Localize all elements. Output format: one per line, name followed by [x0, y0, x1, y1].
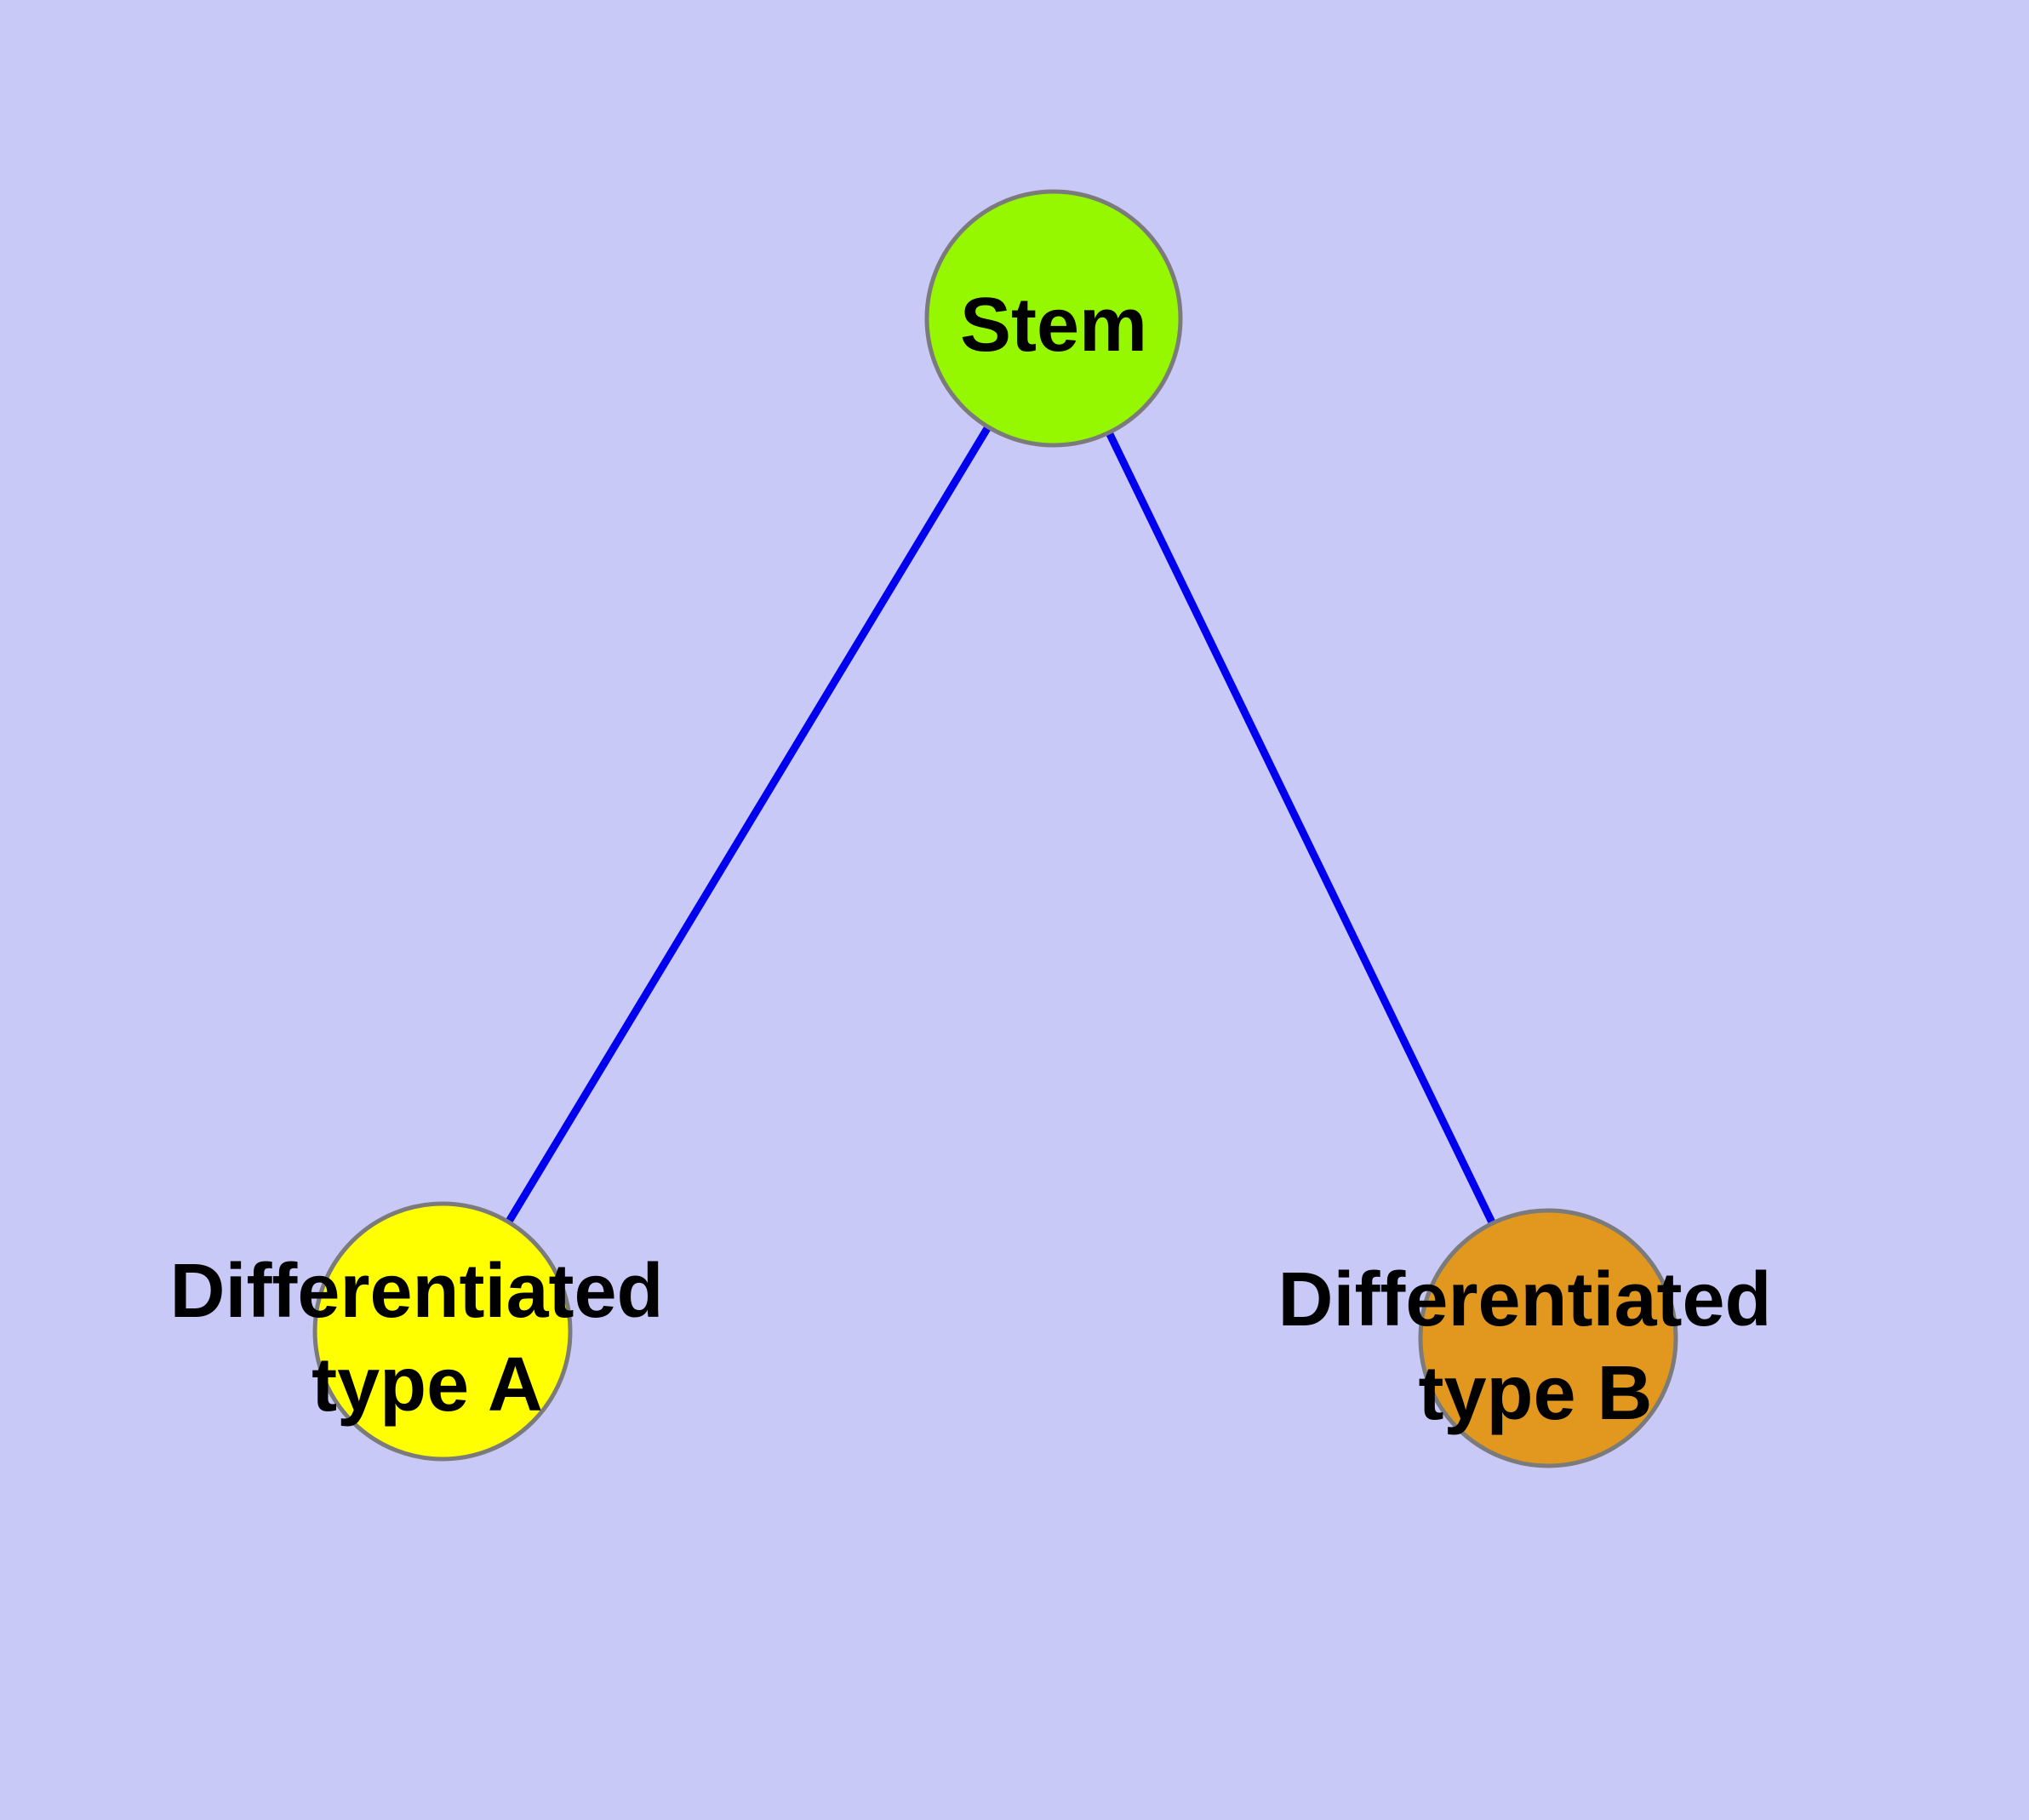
edge-stem-to-type-a: [439, 316, 1057, 1334]
stem-node-label: Stem: [960, 283, 1147, 368]
node-stem[interactable]: [924, 189, 1183, 448]
type-a-label-line-1: Differentiated: [169, 1249, 663, 1334]
type-b-label-line-2: type B: [1418, 1351, 1652, 1436]
type-b-node-label: Differentiated type B: [1277, 1257, 1792, 1436]
edge-stem-to-type-b: [1049, 317, 1552, 1340]
type-b-label-line-1: Differentiated: [1277, 1257, 1771, 1342]
type-a-node-label: Differentiated type A: [169, 1249, 684, 1428]
node-differentiated-type-a[interactable]: [312, 1201, 573, 1462]
type-a-label-line-2: type A: [311, 1342, 543, 1428]
node-differentiated-type-b[interactable]: [1418, 1208, 1678, 1468]
